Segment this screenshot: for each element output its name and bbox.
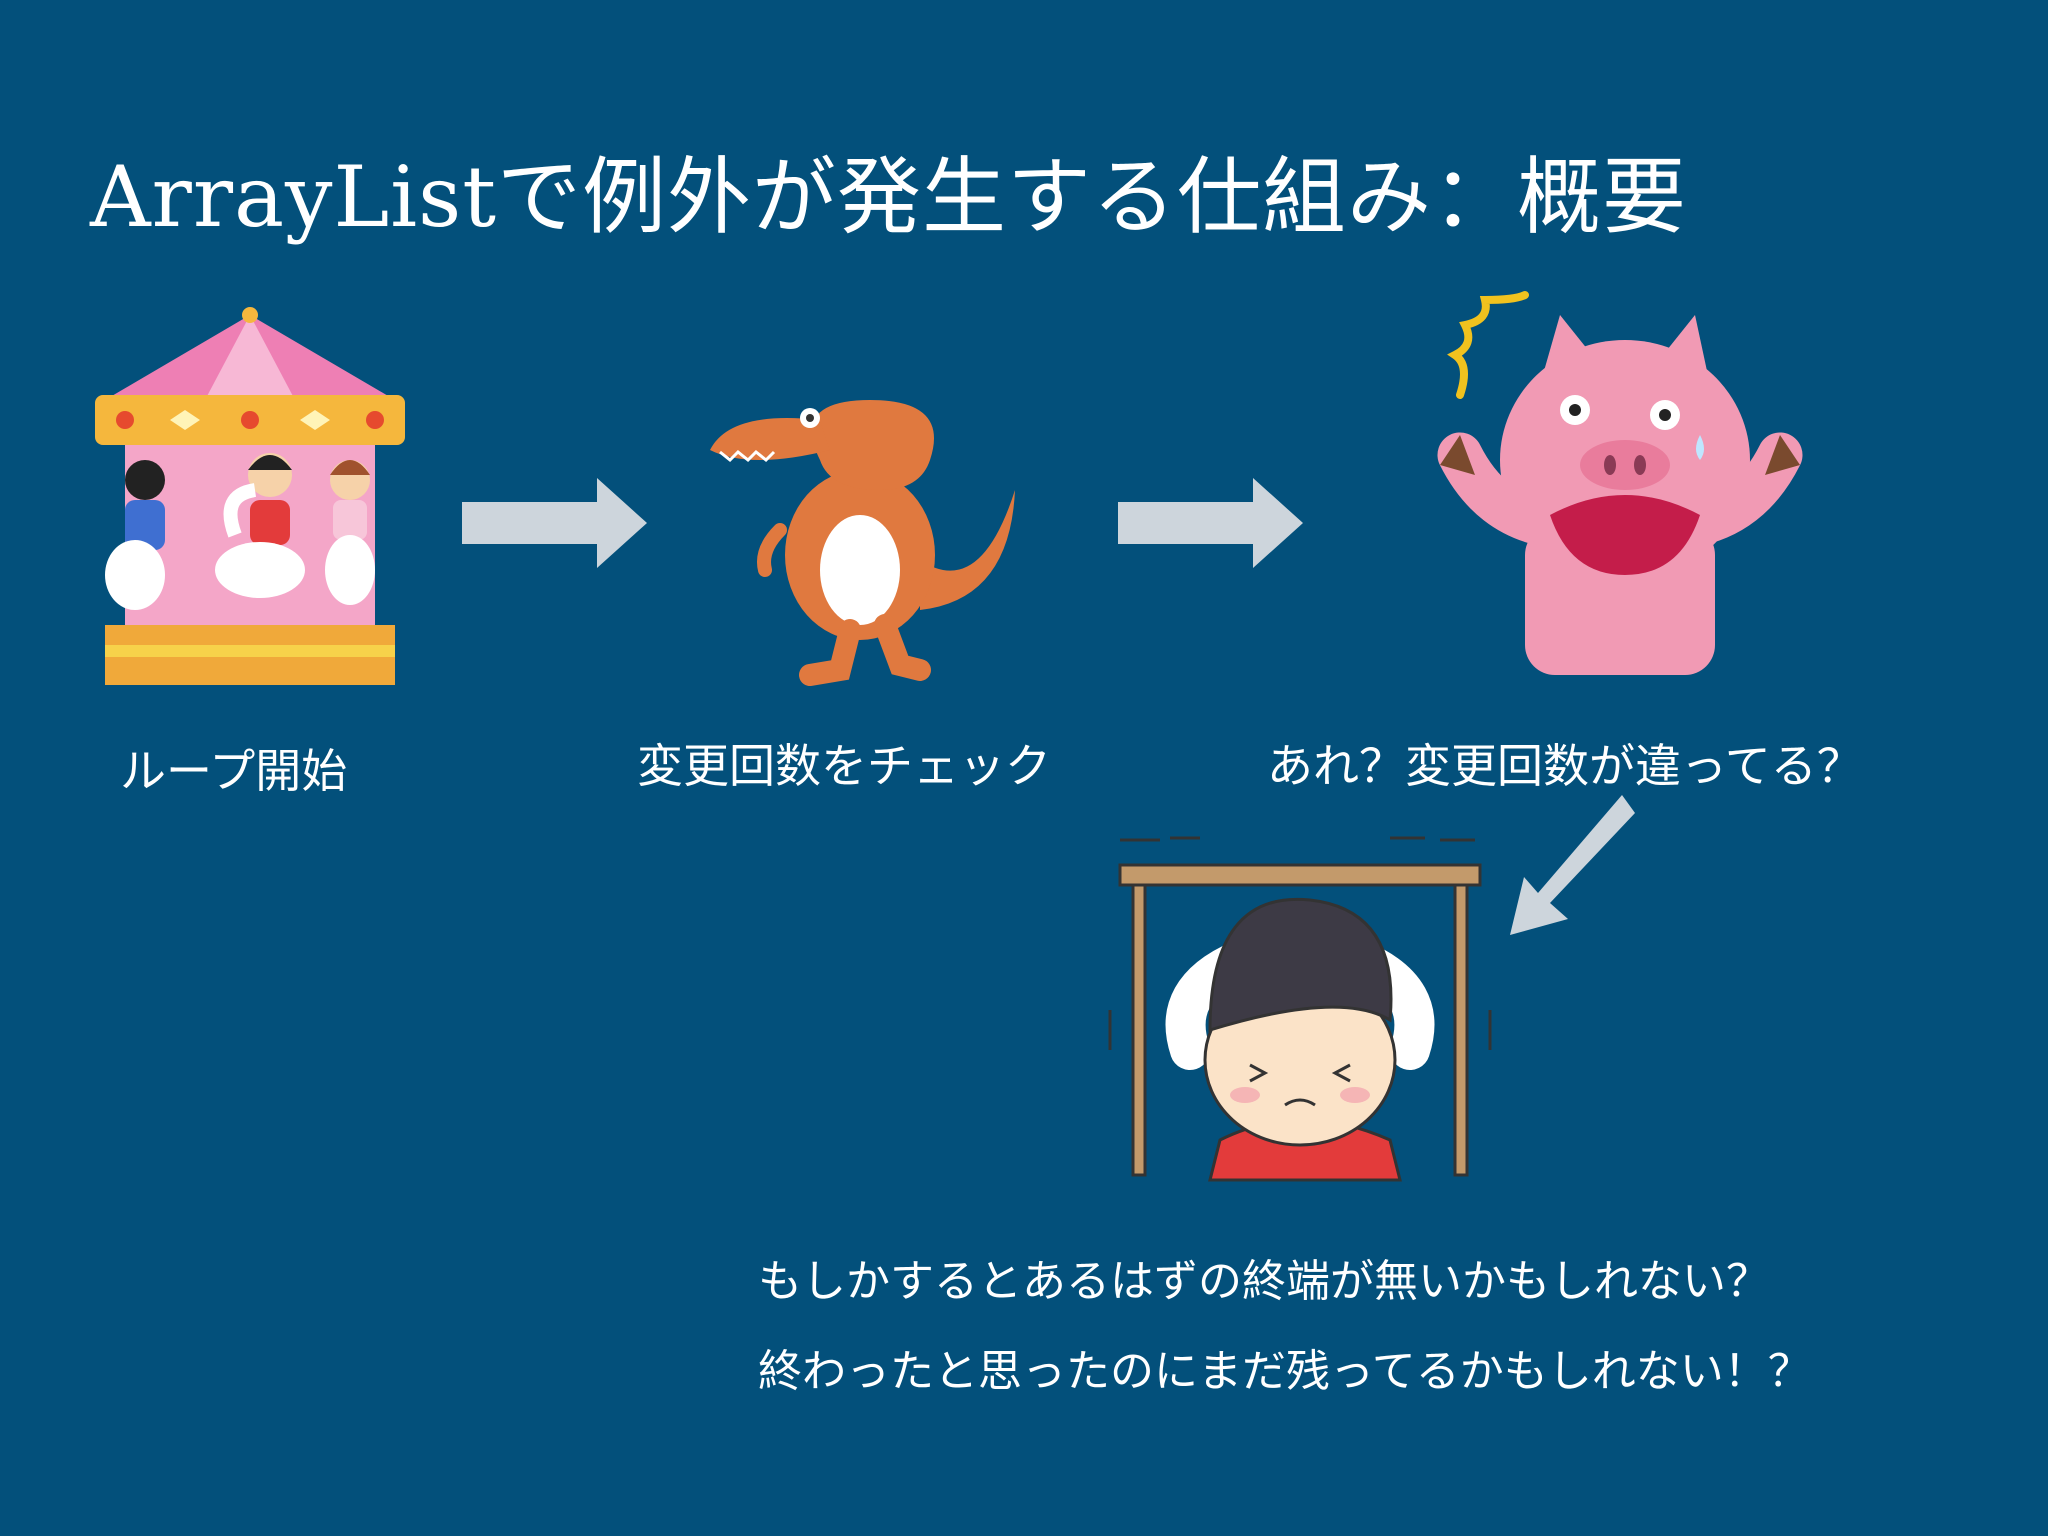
- arrow-right-icon: [462, 478, 647, 568]
- step-label-count-mismatch: あれ？変更回数が違ってる？: [1267, 739, 1863, 793]
- step-label-loop-start: ループ開始: [120, 744, 348, 798]
- merry-go-round-illustration: [95, 307, 405, 685]
- slide-title: ArrayListで例外が発生する仕組み：概要: [90, 148, 1688, 246]
- child-under-desk-illustration: [1108, 836, 1492, 1182]
- arrow-right-icon: [1118, 478, 1303, 568]
- result-line-2: 終わったと思ったのにまだ残ってるかもしれない！？: [758, 1346, 1812, 1397]
- result-line-1: もしかするとあるはずの終端が無いかもしれない？: [758, 1256, 1770, 1307]
- dinosaur-illustration: [710, 400, 1015, 686]
- step-label-check-mod-count: 変更回数をチェック: [637, 739, 1051, 793]
- surprised-pig-illustration: [1437, 291, 1803, 675]
- arrow-down-left-icon: [1510, 795, 1635, 935]
